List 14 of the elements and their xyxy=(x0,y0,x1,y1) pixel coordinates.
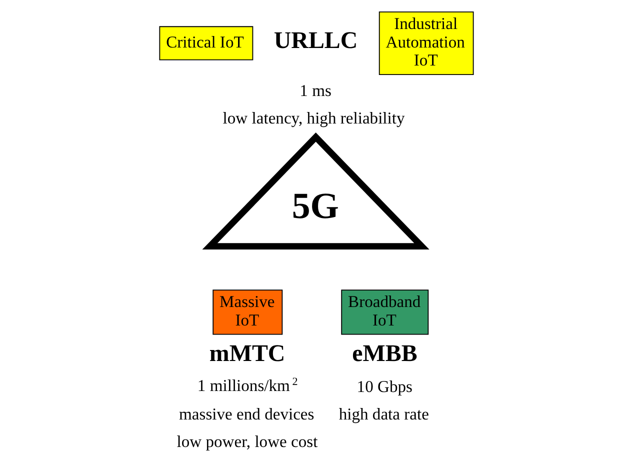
node-box: Critical IoT xyxy=(158,26,253,60)
node-box: Broadband IoT xyxy=(340,290,428,335)
label: low latency, high reliability xyxy=(222,108,404,128)
label: low power, lowe cost xyxy=(176,432,318,452)
label: mMTC xyxy=(208,340,285,367)
label: URLLC xyxy=(273,28,358,54)
label: high data rate xyxy=(338,404,428,424)
label: 1 ms xyxy=(299,81,331,100)
node-box: Industrial Automation IoT xyxy=(378,11,474,75)
label: eMBB xyxy=(352,340,417,367)
label: 1 millions/km$^{2}$ xyxy=(196,376,298,395)
label: 10 Gbps xyxy=(356,376,412,396)
label: massive end devices xyxy=(178,404,314,424)
node-box: Massive IoT xyxy=(212,290,282,335)
